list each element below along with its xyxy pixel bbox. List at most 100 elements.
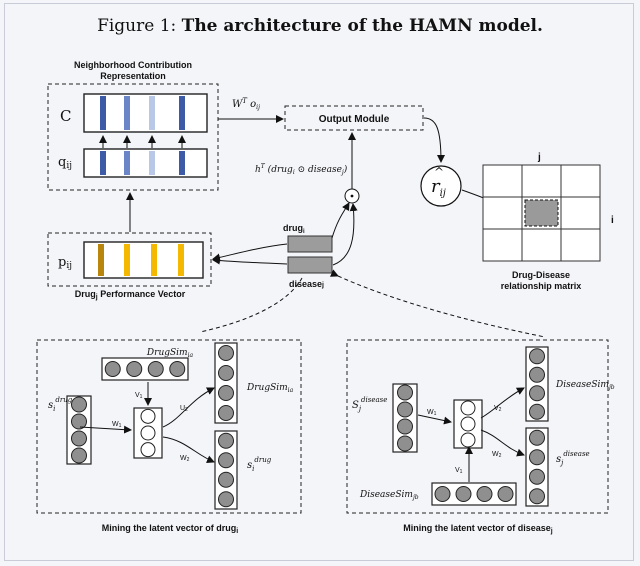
vector-frame <box>525 427 549 507</box>
vector-node <box>218 432 234 449</box>
vector-node <box>71 447 87 464</box>
vector-node <box>71 413 87 430</box>
ncr-stripes <box>99 96 186 175</box>
drug-arrow-u2 <box>162 387 215 428</box>
vector-node <box>529 449 545 466</box>
vector-node <box>218 405 234 421</box>
drug-s-left-label: sidrug <box>48 396 73 413</box>
h-label: hT (drugi ⊙ diseasej) <box>255 163 348 176</box>
drug-hidden-vector <box>133 407 163 459</box>
hadamard-dot <box>350 194 354 198</box>
disease-sim-bottom-label: DiseaseSimjb <box>359 490 419 501</box>
vector-node <box>529 429 545 446</box>
q-stripe <box>179 151 185 175</box>
vector-node <box>460 400 476 416</box>
vector-node <box>147 361 164 377</box>
p-stripe <box>98 244 104 276</box>
vector-node <box>497 486 514 502</box>
p-stripe <box>124 244 130 276</box>
drug-s-right-vector <box>214 430 238 510</box>
disease-s-left-label: Sjdisease <box>352 396 387 413</box>
disease-w2-label: W2 <box>492 451 502 459</box>
output-module-label: Output Module <box>319 114 390 125</box>
rhat-label: rij <box>431 176 446 199</box>
matrix-cell <box>482 196 523 230</box>
vector-node <box>529 385 545 402</box>
rhat-node <box>420 165 462 207</box>
vector-frame <box>101 357 189 381</box>
q-stripe <box>149 151 155 175</box>
arrow-drug-to-hadamard <box>331 202 350 239</box>
matrix-cell <box>560 228 601 262</box>
vector-node <box>140 442 156 458</box>
vector-node <box>218 365 234 381</box>
matrix-cell <box>482 228 523 262</box>
matrix-col-label: j <box>537 152 541 163</box>
drug-v1-label: V1 <box>135 392 143 400</box>
drug-sim-right-label: DrugSimia <box>246 383 294 394</box>
vector-node <box>126 361 143 377</box>
title-text: The architecture of the HAMN model. <box>181 16 543 36</box>
disease-v1-label: V1 <box>455 467 463 475</box>
vector-node <box>218 452 234 469</box>
arrow-drug-to-pv <box>212 243 288 262</box>
vector-node <box>104 361 121 377</box>
c-stripe <box>149 96 155 130</box>
vector-node <box>460 416 476 432</box>
output-module-box <box>284 105 424 131</box>
vector-node <box>218 471 234 488</box>
vector-node <box>218 385 234 401</box>
vector-node <box>529 366 545 383</box>
figure-title: Figure 1: The architecture of the HAMN m… <box>0 16 640 36</box>
q-stripe <box>100 151 106 175</box>
drug-panel-box <box>36 339 302 514</box>
q-stripe <box>124 151 130 175</box>
vector-node <box>140 425 156 441</box>
drug-arrow-w2 <box>162 436 215 463</box>
vector-node <box>455 486 472 502</box>
drug-arrow-w1 <box>79 425 132 434</box>
vector-node <box>169 361 186 377</box>
vector-node <box>71 430 87 447</box>
vector-node <box>218 491 234 508</box>
vector-node <box>529 403 545 420</box>
disease-arrow-w1 <box>417 414 452 425</box>
arrow-output-to-rhat <box>423 117 445 163</box>
vector-node <box>529 488 545 505</box>
vector-node <box>218 345 234 361</box>
latent-drug-label: drugi <box>283 223 305 235</box>
c-stripe <box>179 96 185 130</box>
vector-node <box>476 486 493 502</box>
disease-sim-bottom-vector <box>431 482 517 506</box>
vector-node <box>434 486 451 502</box>
vector-node <box>460 432 476 448</box>
disease-s-right-vector <box>525 427 549 507</box>
matrix-cell <box>560 196 601 230</box>
vector-node <box>397 384 413 401</box>
latent-disease-label: diseasej <box>289 279 324 289</box>
disease-s-left-vector <box>392 383 418 453</box>
p-stripe <box>151 244 157 276</box>
pv-label: Drugj Performance Vector <box>75 289 186 301</box>
disease-panel-title: Mining the latent vector of diseasej <box>403 523 553 535</box>
vector-node <box>397 418 413 435</box>
disease-arrow-v2 <box>480 387 525 419</box>
disease-v2-label: V2 <box>494 405 502 413</box>
drug-s-left-vector <box>66 395 92 465</box>
row-p-label: pij <box>58 255 72 271</box>
vector-node <box>397 435 413 452</box>
drug-panel-title: Mining the latent vector of drugi <box>102 523 239 535</box>
matrix-grid <box>482 164 601 262</box>
ncr-box <box>47 83 219 191</box>
c-stripe <box>124 96 130 130</box>
disease-w1-label: W1 <box>427 409 437 417</box>
c-stripe <box>100 96 106 130</box>
latent-drug-vector <box>287 235 333 253</box>
vector-node <box>140 408 156 424</box>
row-q-label: qij <box>58 155 72 171</box>
drug-w2-label: W2 <box>180 455 190 463</box>
drug-s-right-label: sidrug <box>247 456 272 473</box>
arrow-disease-to-hadamard <box>332 203 358 266</box>
disease-sim-right-vector <box>525 346 549 422</box>
